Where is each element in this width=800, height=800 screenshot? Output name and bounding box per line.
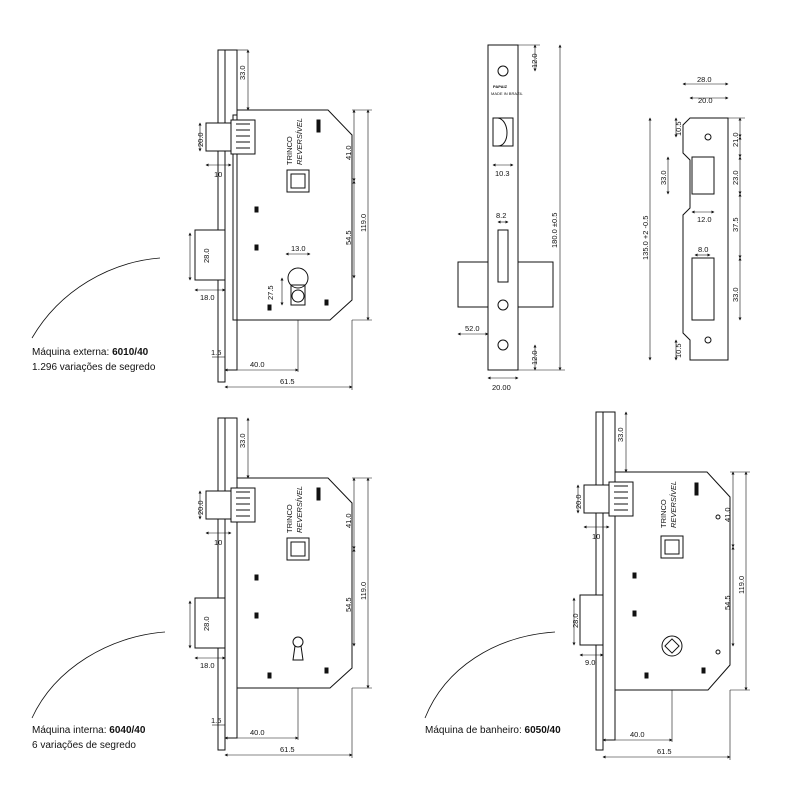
label-reversivel: REVERSÍVEL [295,486,304,533]
dim-faceplate: 1.5 [211,716,221,725]
dim-strike-width: 28.0 [697,75,712,84]
dim-strike-inner: 20.0 [698,96,713,105]
lock-externa-drawing [31,49,372,390]
dim-strike-gap: 12.0 [697,215,712,224]
dim-body-height: 119.0 [359,582,368,600]
lock-banheiro-drawing [424,411,750,760]
dim-top-offset: 33.0 [616,427,625,442]
dim-strike-bottom-r: 10.5 [674,343,683,358]
label-reversivel: REVERSÍVEL [295,118,304,165]
dim-body-height: 119.0 [737,576,746,594]
caption-banheiro-title: Máquina de banheiro: 6050/40 [425,725,561,736]
lock-banheiro-labels: 33.0 20.0 10 TRINCO REVERSÍVEL 41.0 54.5… [425,427,746,756]
dim-depth: 61.5 [280,745,295,754]
made-in-text: MADE IN BRAZIL [491,91,524,96]
dim-latch-height: 20.0 [196,132,205,147]
dim-depth: 61.5 [657,747,672,756]
thumbturn-icon [661,635,683,657]
dim-strike-height: 135.0 +2 -0.5 [641,216,650,260]
caption-interna-title: Máquina interna: 6040/40 [32,725,146,736]
dim-to-spindle: 41.0 [344,145,353,160]
dim-depth: 61.5 [280,377,295,386]
dim-top-offset: 33.0 [238,65,247,80]
dim-bolt-height: 28.0 [202,248,211,263]
dim-front-length: 180.0 ±0.5 [550,213,559,248]
label-trinco: TRINCO [659,499,668,528]
lock-interna-labels: 33.0 20.0 10 TRINCO REVERSÍVEL 41.0 54.5… [32,433,368,754]
label-trinco: TRINCO [285,136,294,165]
lock-interna-drawing [31,417,372,758]
strike-plate-labels: 28.0 20.0 10.5 21.0 33.0 23.0 12.0 37.5 … [641,75,740,358]
dim-strike-latch-hole: 33.0 [659,170,668,185]
dim-backset: 40.0 [630,730,645,739]
spindle-hub [286,169,310,193]
dim-front-bolt-proj: 52.0 [465,324,480,333]
dim-strike-bolt-width: 8.0 [698,245,708,254]
keyhole-icon [292,636,304,661]
dim-spindle-to-key: 54.5 [723,595,732,610]
dim-bolt-width: 18.0 [200,661,215,670]
dim-bolt-height: 28.0 [571,613,580,628]
dim-latch-width: 10 [214,170,222,179]
dim-backset: 40.0 [250,728,265,737]
dead-bolt [194,229,226,281]
dim-strike-top-hole: 21.0 [731,132,740,147]
lock-externa-labels: 33.0 20.0 10 TRINCO REVERSÍVEL 41.0 54.5… [32,65,368,386]
dim-backset: 40.0 [250,360,265,369]
faceplate-front-view [457,44,565,380]
dim-spindle-to-key: 54.5 [344,230,353,245]
dim-strike-latch-height: 23.0 [731,170,740,185]
faceplate-front-labels: 12.0 PAPAIZ MADE IN BRAZIL 10.3 8.2 180.… [465,53,559,392]
label-trinco: TRINCO [285,504,294,533]
dim-strike-bolt-height: 33.0 [731,287,740,302]
caption-interna-variations: 6 variações de segredo [32,740,136,751]
caption-externa-variations: 1.296 variações de segredo [32,362,156,373]
caption-externa-title: Máquina externa: 6010/40 [32,347,149,358]
latch-bolt [205,119,256,155]
dim-cylinder-width: 13.0 [291,244,306,253]
dim-front-bottom: 12.0 [530,350,539,365]
dim-front-latch-width: 10.3 [495,169,510,178]
dim-front-top: 12.0 [530,53,539,68]
dim-bolt-height: 28.0 [202,616,211,631]
dim-to-spindle: 41.0 [344,513,353,528]
dim-front-width: 20.00 [492,383,511,392]
brand-logo-text: PAPAIZ [493,84,508,89]
dim-body-height: 119.0 [359,214,368,232]
cylinder-mount [287,267,309,306]
dim-latch-height: 20.0 [196,500,205,515]
dim-bolt-width: 18.0 [200,293,215,302]
strike-plate-view [648,82,745,361]
label-reversivel: REVERSÍVEL [669,481,678,528]
dim-faceplate: 1.5 [211,348,221,357]
dim-latch-width: 10 [592,532,600,541]
dim-front-bolt-width: 8.2 [496,211,506,220]
dim-cylinder-height: 27.5 [266,285,275,300]
dim-bolt-width: 9.0 [585,658,595,667]
lock-body-outline [217,49,353,383]
dim-to-spindle: 41.0 [723,507,732,522]
dim-top-offset: 33.0 [238,433,247,448]
dim-latch-width: 10 [214,538,222,547]
dim-spindle-to-key: 54.5 [344,597,353,612]
dim-strike-mid: 37.5 [731,217,740,232]
dim-strike-top-r: 10.5 [674,121,683,136]
dim-latch-height: 20.0 [574,494,583,509]
